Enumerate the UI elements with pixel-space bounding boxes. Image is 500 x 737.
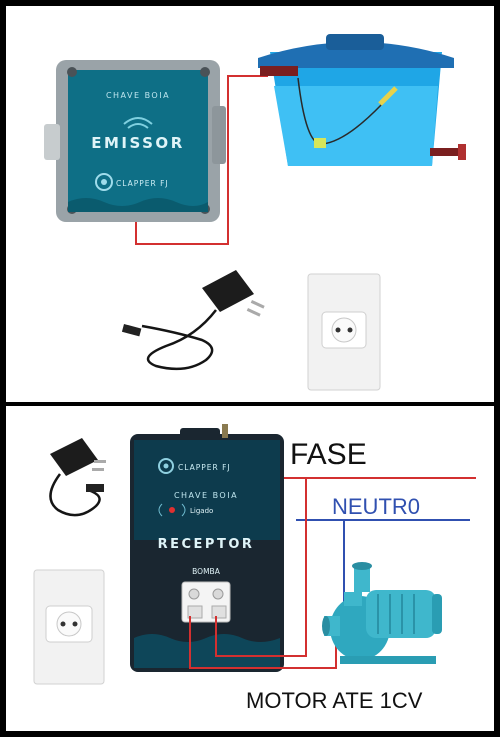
emitter-panel: CHAVE BOIA EMISSOR CLAPPER FJ bbox=[6, 6, 494, 402]
clapper-logo-icon bbox=[158, 458, 174, 474]
wall-outlet-icon bbox=[33, 569, 105, 685]
status-label: Ligado bbox=[190, 507, 213, 515]
phase-label: FASE bbox=[290, 438, 367, 471]
receiver-wave-pattern bbox=[134, 634, 280, 668]
emitter-brand: CLAPPER FJ bbox=[116, 179, 169, 188]
receiver-diagram: CLAPPER FJ CHAVE BOIA Ligado RECEPTOR BO… bbox=[33, 424, 476, 713]
clapper-logo-icon bbox=[95, 173, 113, 191]
wall-outlet-icon bbox=[307, 273, 381, 391]
emitter-wave-pattern bbox=[68, 198, 208, 212]
water-pump-icon bbox=[322, 562, 442, 664]
emitter-diagram: CHAVE BOIA EMISSOR CLAPPER FJ bbox=[44, 34, 466, 391]
emitter-title: EMISSOR bbox=[91, 134, 185, 152]
receiver-title: RECEPTOR bbox=[158, 537, 255, 552]
wifi-icon bbox=[123, 117, 153, 129]
power-adapter-icon bbox=[49, 438, 106, 517]
receiver-device: CLAPPER FJ CHAVE BOIA Ligado RECEPTOR BO… bbox=[130, 424, 284, 672]
motor-label: MOTOR ATE 1CV bbox=[246, 688, 423, 713]
antenna-icon bbox=[222, 424, 228, 438]
terminal-block-icon bbox=[181, 581, 231, 623]
water-tank bbox=[258, 34, 466, 166]
status-led-icon bbox=[169, 507, 175, 513]
power-adapter-icon bbox=[121, 270, 265, 371]
receiver-brand: CLAPPER FJ bbox=[178, 463, 231, 472]
float-switch-icon bbox=[378, 86, 398, 106]
receiver-output-label: BOMBA bbox=[192, 567, 221, 576]
neutral-label: NEUTR0 bbox=[332, 494, 420, 519]
emitter-sensor-wire bbox=[135, 75, 268, 245]
emitter-device: CHAVE BOIA EMISSOR CLAPPER FJ bbox=[44, 60, 226, 222]
receiver-top-label: CHAVE BOIA bbox=[174, 491, 238, 500]
receiver-panel: CLAPPER FJ CHAVE BOIA Ligado RECEPTOR BO… bbox=[6, 406, 494, 731]
float-sensor-icon bbox=[314, 138, 326, 148]
emitter-top-label: CHAVE BOIA bbox=[106, 91, 170, 100]
